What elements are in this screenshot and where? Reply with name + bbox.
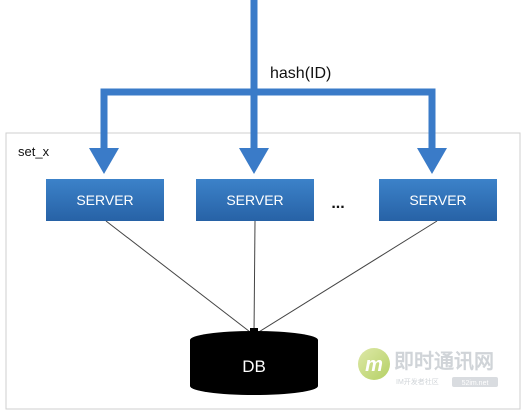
ellipsis-label: ... bbox=[331, 195, 344, 212]
server-label: SERVER bbox=[226, 192, 283, 208]
set-frame bbox=[5, 132, 521, 410]
connection-right bbox=[253, 220, 438, 336]
logo-circle bbox=[358, 348, 390, 380]
connection-middle bbox=[253, 220, 256, 336]
hash-label: hash(ID) bbox=[270, 65, 331, 82]
database-cylinder: DB bbox=[190, 328, 318, 395]
server-label: SERVER bbox=[76, 192, 133, 208]
watermark-badge: 52im.net bbox=[462, 380, 489, 387]
watermark-title: 即时通讯网 bbox=[394, 350, 494, 373]
server-box-2: SERVER bbox=[196, 179, 314, 221]
connection-left bbox=[105, 220, 255, 336]
logo-letter: m bbox=[365, 354, 383, 376]
arrowhead-right bbox=[417, 148, 447, 174]
hash-distribution-bar bbox=[100, 88, 436, 152]
watermark-badge-bg bbox=[452, 377, 498, 387]
hash-arrows bbox=[100, 0, 436, 152]
server-box-1: SERVER bbox=[46, 179, 164, 221]
db-connections bbox=[105, 220, 438, 336]
watermark-logo: m 即时通讯网 IM开发者社区 52im.net bbox=[358, 348, 498, 387]
arrowhead-left bbox=[89, 148, 119, 174]
server-box-3: SERVER bbox=[379, 179, 497, 221]
set-label: set_x bbox=[18, 144, 50, 159]
watermark-subtitle: IM开发者社区 bbox=[396, 377, 439, 386]
arrowheads bbox=[89, 148, 447, 174]
server-label: SERVER bbox=[409, 192, 466, 208]
arrowhead-middle bbox=[239, 148, 269, 174]
db-label: DB bbox=[242, 357, 266, 376]
